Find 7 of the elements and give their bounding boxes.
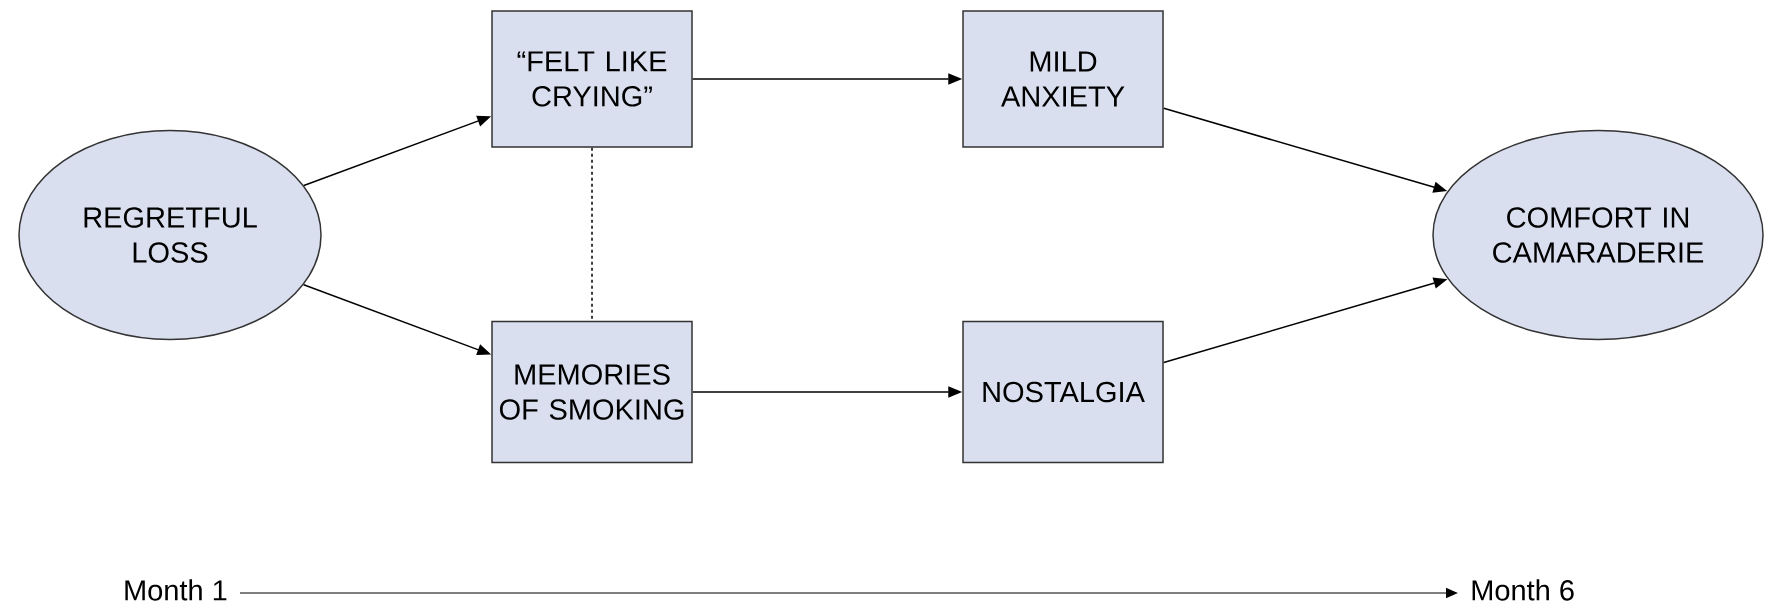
- state-box: MILD ANXIETY: [962, 10, 1164, 148]
- time-label: Month 6: [1472, 579, 1574, 601]
- state-box: “FELT LIKE CRYING”: [491, 10, 693, 148]
- time-label: Month 1: [125, 579, 227, 601]
- state-box: MEMORIES OF SMOKING: [491, 320, 693, 464]
- connector-line: [591, 147, 593, 322]
- state-box: NOSTALGIA: [962, 320, 1164, 464]
